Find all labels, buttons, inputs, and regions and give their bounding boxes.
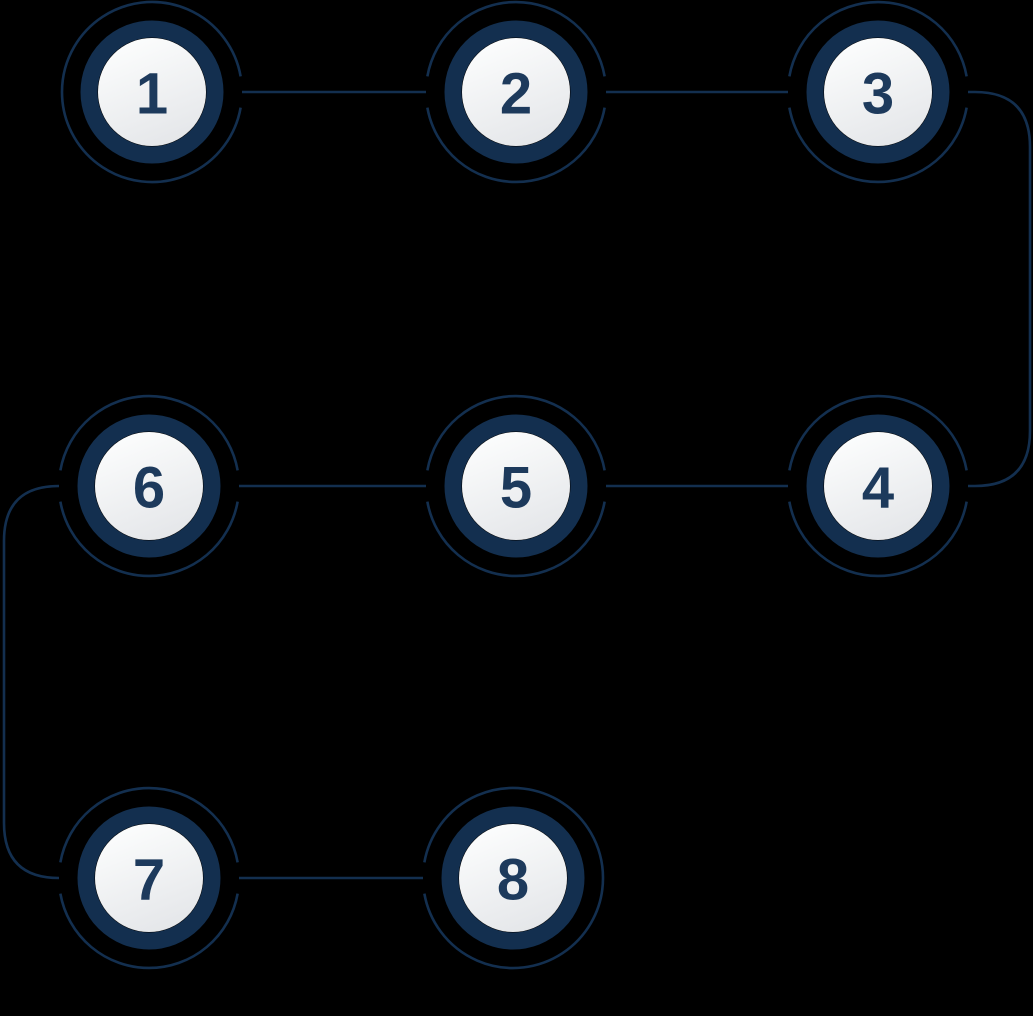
step-disc [459, 824, 567, 932]
step-ring [77, 806, 221, 950]
step-number: 6 [133, 456, 165, 521]
orbit-ring [426, 0, 606, 77]
orbit-ring [788, 0, 968, 77]
orbit-ring [59, 893, 239, 970]
step-disc [824, 432, 932, 540]
node-step-2: 2 [426, 0, 606, 184]
node-step-1: 1 [60, 0, 242, 184]
step-disc [98, 38, 206, 146]
step-disc [95, 432, 203, 540]
step-disc [462, 432, 570, 540]
step-disc [462, 38, 570, 146]
orbit-ring [426, 501, 606, 578]
orbit-ring [426, 394, 606, 471]
node-step-5: 5 [426, 394, 606, 578]
orbit-ring [59, 394, 239, 471]
orbit-ring [788, 107, 968, 184]
node-step-7: 7 [59, 786, 239, 970]
connector-step-6-step-7 [2, 484, 60, 880]
node-step-6: 6 [59, 394, 239, 578]
step-ring [441, 806, 585, 950]
step-ring [80, 20, 224, 164]
step-number: 8 [497, 848, 529, 913]
orbit-ring [60, 0, 242, 184]
node-step-3: 3 [788, 0, 968, 184]
orbit-ring [788, 501, 968, 578]
step-number: 7 [133, 848, 165, 913]
step-ring [444, 20, 588, 164]
node-step-8: 8 [423, 786, 605, 970]
step-number: 4 [862, 456, 894, 521]
orbit-ring [788, 394, 968, 471]
step-number: 1 [136, 62, 168, 127]
step-number: 5 [500, 456, 532, 521]
orbit-ring [59, 501, 239, 578]
step-ring [444, 414, 588, 558]
step-ring [806, 20, 950, 164]
step-ring [77, 414, 221, 558]
step-disc [824, 38, 932, 146]
node-step-4: 4 [788, 394, 968, 578]
orbit-ring [59, 786, 239, 863]
step-disc [95, 824, 203, 932]
step-ring [806, 414, 950, 558]
connector-step-3-step-4 [968, 90, 1032, 488]
step-number: 3 [862, 62, 894, 127]
orbit-ring [426, 107, 606, 184]
orbit-ring [423, 786, 605, 970]
step-number: 2 [500, 62, 532, 127]
